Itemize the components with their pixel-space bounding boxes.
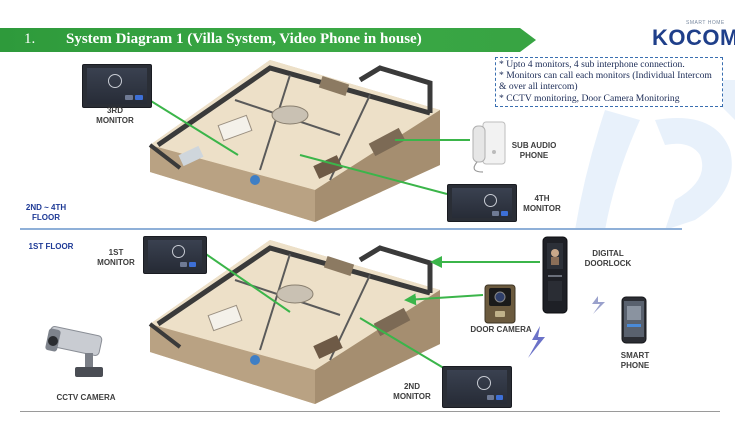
bottom-rule <box>20 411 720 412</box>
wireless-bolt-icon <box>528 326 545 358</box>
section-number: 1. <box>24 31 36 47</box>
lower-floor-plan <box>148 240 440 404</box>
note-line: * Monitors can call each monitors (Indiv… <box>499 70 712 82</box>
note-line: * CCTV monitoring, Door Camera Monitorin… <box>499 92 680 104</box>
note-line: & over all intercom) <box>499 81 578 93</box>
title-bar-arrow <box>520 28 536 52</box>
wireless-bolt-icon <box>592 296 605 314</box>
fourth-monitor <box>447 184 517 222</box>
link-1st-monitor <box>199 249 291 313</box>
title-bar <box>0 28 520 52</box>
digital-doorlock <box>542 236 568 314</box>
first-monitor <box>143 236 207 274</box>
link-4th-monitor <box>299 154 448 195</box>
door-camera <box>484 284 516 324</box>
floor-divider <box>20 228 682 230</box>
sub-audio-phone <box>472 121 506 173</box>
page-title: System Diagram 1 (Villa System, Video Ph… <box>66 31 422 47</box>
logo-tagline: SMART HOME <box>686 20 725 26</box>
feature-notes: * Upto 4 monitors, 4 sub interphone conn… <box>495 57 723 107</box>
smart-phone <box>621 296 647 344</box>
note-line: * Upto 4 monitors, 4 sub interphone conn… <box>499 59 685 70</box>
link-2nd-monitor <box>359 317 448 371</box>
lower-floor-label: 1ST FLOOR <box>28 242 74 251</box>
door-camera-label: DOOR CAMERA <box>470 325 532 334</box>
upper-floor-plan <box>148 60 440 222</box>
second-monitor <box>442 366 512 408</box>
kocom-logo: KOCOM <box>652 25 735 50</box>
link-door-camera <box>404 293 484 306</box>
third-monitor <box>82 64 152 108</box>
cctv-camera-label: CCTV CAMERA <box>56 393 116 402</box>
cctv-camera <box>45 326 103 377</box>
